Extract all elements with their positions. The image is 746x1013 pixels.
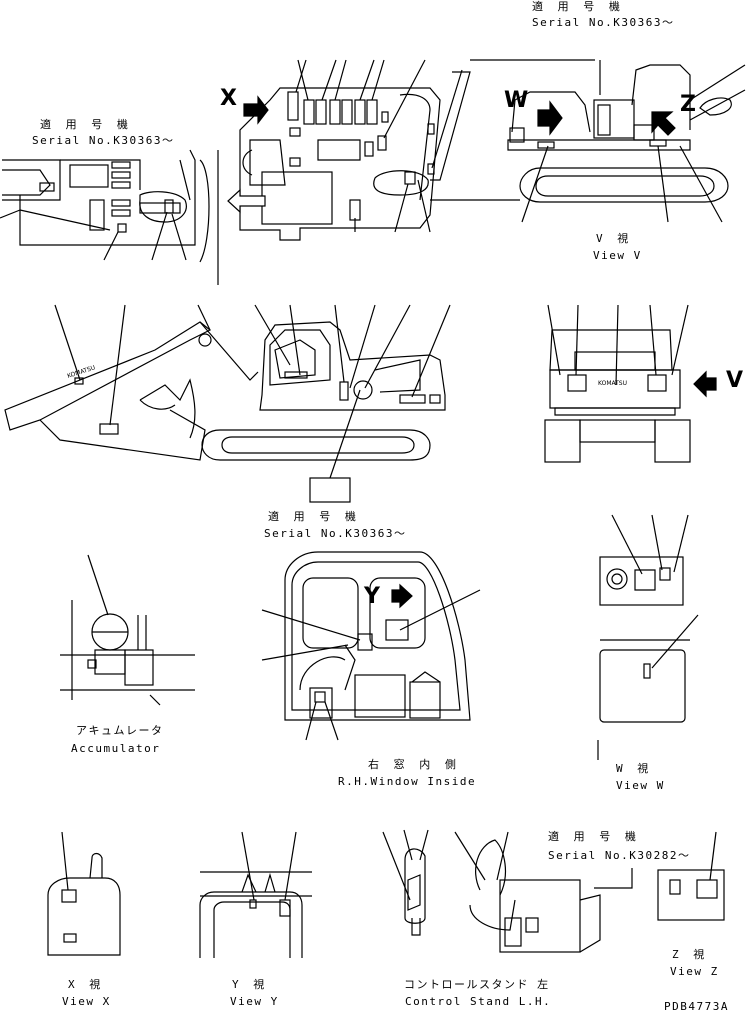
accumulator-en: Accumulator [71,742,161,755]
view-w-jp: W 視 [616,762,653,775]
top-right-excavator-view [507,60,746,223]
view-x [47,831,121,956]
top-left-cab-view [0,149,219,285]
view-y-en: View Y [230,995,279,1008]
mid-serial-en: Serial No.K30363〜 [264,527,407,540]
accumulator-jp: アキュムレータ [76,724,164,737]
control-stand-jp: コントロールスタンド 左 [404,978,550,991]
view-w [597,514,699,760]
view-v-front: KOMATSU [544,304,717,463]
view-y [199,831,312,958]
control-stand-view [382,829,633,953]
accumulator-view [60,554,195,706]
mid-serial-jp: 適 用 号 機 [268,510,360,523]
view-z [657,831,725,921]
view-z-jp: Z 視 [672,948,709,961]
rh-window-view [261,551,481,741]
view-v-en: View V [593,249,642,262]
view-w-en: View W [616,779,665,792]
view-x-en: View X [62,995,111,1008]
view-v-jp: V 視 [596,232,633,245]
top-mid-cab-view [227,59,595,241]
arrow-label-w: W [504,88,529,113]
arrow-label-y: Y [364,584,380,609]
drawing-number: PDB4773A [664,1000,729,1013]
view-y-jp: Y 視 [232,978,269,991]
middle-excavator-view: KOMATSU [4,304,451,503]
view-x-jp: X 視 [68,978,105,991]
arrow-label-v: V [726,368,744,393]
window-jp: 右 窓 内 側 [368,758,460,771]
arrow-label-x: X [220,86,237,111]
top-left-serial-jp: 適 用 号 機 [40,118,132,131]
arrow-label-z: Z [680,92,696,117]
brand-mark-front: KOMATSU [598,380,627,387]
top-right-serial-jp: 適 用 号 機 [532,0,624,13]
window-en: R.H.Window Inside [338,775,477,788]
top-right-serial-en: Serial No.K30363〜 [532,16,675,29]
control-serial-en: Serial No.K30282〜 [548,849,691,862]
view-z-en: View Z [670,965,719,978]
control-stand-en: Control Stand L.H. [405,995,552,1008]
top-left-serial-en: Serial No.K30363〜 [32,134,175,147]
control-serial-jp: 適 用 号 機 [548,830,640,843]
